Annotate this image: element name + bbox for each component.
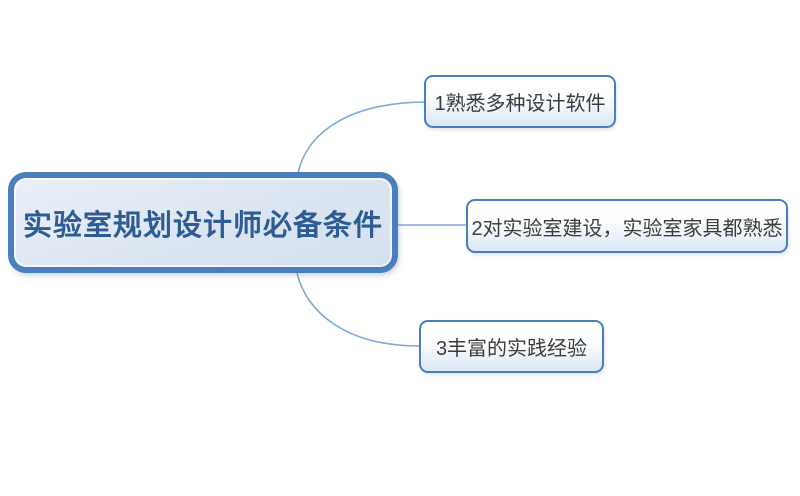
branch-node-3: 3丰富的实践经验 [419, 320, 604, 373]
root-node: 实验室规划设计师必备条件 [8, 172, 398, 273]
branch-node-1: 1熟悉多种设计软件 [424, 75, 616, 128]
branch-node-1-label: 1熟悉多种设计软件 [434, 93, 606, 115]
branch-node-3-label: 3丰富的实践经验 [435, 338, 588, 360]
root-node-label: 实验室规划设计师必备条件 [22, 209, 383, 242]
branch-node-2: 2对实验室建设，实验室家具都熟悉 [466, 199, 788, 253]
branch-node-2-label: 2对实验室建设，实验室家具都熟悉 [471, 217, 783, 240]
connector-bottom-branch [296, 272, 420, 347]
connector-top-branch [297, 101, 425, 174]
